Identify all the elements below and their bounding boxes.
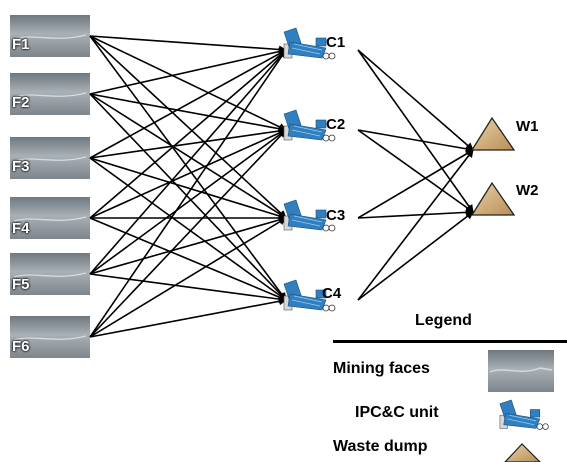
arrow-c4-to-w2 <box>357 211 474 301</box>
arrow-f2-to-c3 <box>89 93 287 219</box>
face-label-f3: F3 <box>12 158 30 175</box>
mining-face-image-f5 <box>10 253 90 295</box>
dump-label-w1: W1 <box>516 118 539 135</box>
arrow-f1-to-c1 <box>89 35 287 54</box>
arrow-f5-to-c3 <box>89 216 287 275</box>
mining-face-texture <box>13 335 87 341</box>
arrow-f3-to-c3 <box>89 157 287 220</box>
legend-waste-dump-icon <box>504 443 541 462</box>
mining-face-texture <box>13 92 87 98</box>
arrow-f2-to-c1 <box>89 47 287 95</box>
waste-dump-icon-w2 <box>470 181 516 216</box>
crusher-label-c3: C3 <box>326 207 346 224</box>
arrow-f1-to-c4 <box>89 35 287 301</box>
waste-dump-icon-w1 <box>470 116 516 151</box>
legend-ipcc-unit-label: IPC&C unit <box>355 404 439 421</box>
legend-mining-faces-label: Mining faces <box>333 360 430 377</box>
arrow-c1-to-w2 <box>357 49 474 213</box>
arrow-f3-to-c2 <box>89 127 287 159</box>
arrow-c2-to-w1 <box>357 129 474 153</box>
crusher-label-c2: C2 <box>326 116 346 133</box>
legend-ipcc-unit-icon <box>499 399 549 430</box>
legend-waste-dump-label: Waste dump <box>333 438 428 455</box>
arrow-f5-to-c1 <box>89 49 287 275</box>
arrow-c1-to-w1 <box>357 49 474 151</box>
arrow-c3-to-w2 <box>357 208 474 219</box>
arrow-f5-to-c4 <box>89 273 287 304</box>
arrow-f6-to-c1 <box>89 49 287 338</box>
mining-face-image-f3 <box>10 137 90 179</box>
arrow-f4-to-c4 <box>89 217 287 301</box>
face-label-f4: F4 <box>12 220 30 237</box>
face-label-f5: F5 <box>12 276 30 293</box>
arrow-f2-to-c4 <box>89 93 287 301</box>
mining-face-texture <box>13 156 87 162</box>
legend-divider <box>333 340 567 343</box>
arrow-f1-to-c3 <box>89 35 287 219</box>
mining-face-texture <box>13 216 87 222</box>
mining-face-texture <box>13 34 87 40</box>
mining-face-image-f2 <box>10 73 90 115</box>
arrow-f4-to-c1 <box>89 49 287 219</box>
face-label-f2: F2 <box>12 94 30 111</box>
crusher-label-c4: C4 <box>322 285 342 302</box>
arrow-f6-to-c2 <box>89 129 287 338</box>
arrow-f1-to-c2 <box>89 35 287 131</box>
mining-face-texture <box>13 272 87 278</box>
arrow-f6-to-c4 <box>89 297 287 338</box>
arrow-f3-to-c4 <box>89 157 287 301</box>
mining-face-image-f6 <box>10 316 90 358</box>
arrow-f2-to-c2 <box>89 93 287 133</box>
legend-title: Legend <box>415 312 472 329</box>
mining-face-image-f4 <box>10 197 90 239</box>
face-label-f6: F6 <box>12 338 30 355</box>
arrow-c3-to-w1 <box>357 149 474 219</box>
dump-label-w2: W2 <box>516 182 539 199</box>
legend-mining-face-texture <box>489 367 553 373</box>
arrow-f3-to-c1 <box>89 49 287 159</box>
arrow-f4-to-c2 <box>89 129 287 219</box>
arrow-c4-to-w1 <box>357 149 474 301</box>
arrow-f6-to-c3 <box>89 217 287 338</box>
arrow-f5-to-c2 <box>89 129 287 275</box>
crusher-label-c1: C1 <box>326 34 346 51</box>
face-label-f1: F1 <box>12 36 30 53</box>
mining-face-image-f1 <box>10 15 90 57</box>
arrow-c2-to-w2 <box>357 129 474 213</box>
